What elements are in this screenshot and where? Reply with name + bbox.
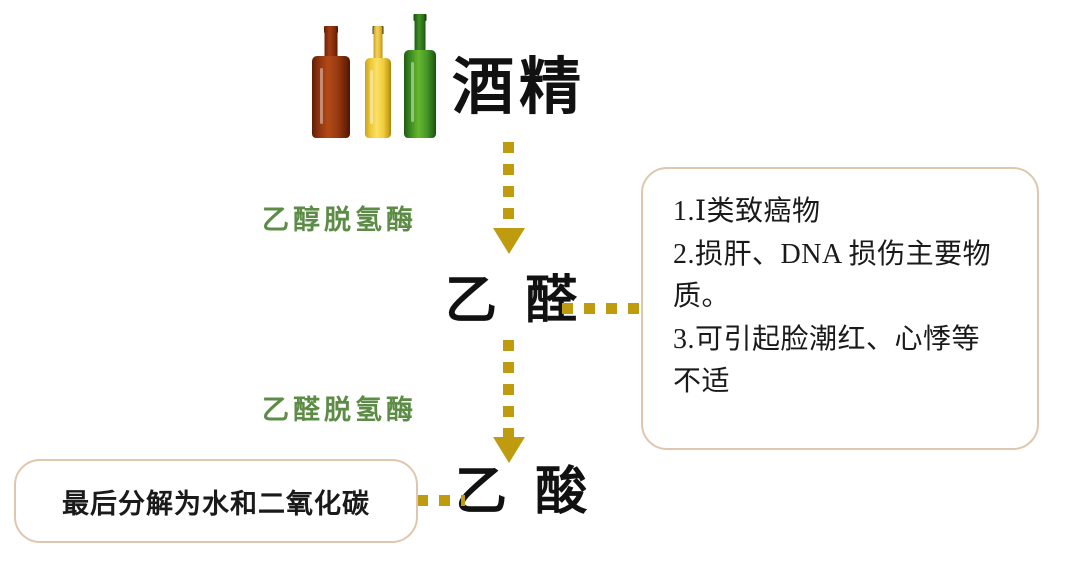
bottle-highlight (411, 62, 414, 122)
final-breakdown-text: 最后分解为水和二氧化碳 (62, 488, 370, 520)
node-label-acetaldehyde: 乙 醛 (445, 270, 583, 331)
bottle-body (312, 56, 350, 138)
dotted-connector-acetaldehyde-to-effects-box (562, 303, 646, 314)
final-breakdown-callout-box: 最后分解为水和二氧化碳 (14, 459, 418, 543)
dark-red-bottle-icon (312, 26, 350, 138)
effects-line-5: 不适 (673, 366, 731, 398)
dotted-arrow-alcohol-to-acetaldehyde-line (503, 142, 514, 230)
effects-line-3: 质。 (673, 281, 731, 313)
bottle-body (404, 50, 436, 138)
dotted-connector-acetic-to-final-box (417, 495, 465, 506)
node-label-alcohol: 酒精 (452, 50, 587, 123)
effects-line-1: 1.Ⅰ类致癌物 (673, 196, 821, 227)
bottle-highlight (320, 68, 323, 124)
arrowhead-down-icon (493, 437, 525, 463)
bottle-neck (373, 26, 383, 70)
arrowhead-down-icon (493, 228, 525, 254)
effects-line-4: 3.可引起脸潮红、心悸等 (673, 323, 981, 355)
acetaldehyde-effects-callout-box: 1.Ⅰ类致癌物 2.损肝、DNA 损伤主要物 质。 3.可引起脸潮红、心悸等 不… (641, 167, 1039, 450)
bottle-neck (414, 14, 426, 60)
green-bottle-icon (404, 14, 436, 138)
bottle-body (365, 58, 391, 138)
bottle-highlight (370, 70, 373, 124)
effects-line-2: 2.损肝、DNA 损伤主要物 (673, 238, 992, 270)
node-label-acetic-acid: 乙 酸 (455, 461, 593, 522)
enzyme-label-alcohol-dehydrogenase: 乙醇脱氢酶 (262, 205, 417, 236)
amber-bottle-icon (365, 26, 391, 138)
alcohol-bottles-illustration (312, 12, 452, 138)
dotted-arrow-acetaldehyde-to-acetic-line (503, 340, 514, 438)
enzyme-label-aldehyde-dehydrogenase: 乙醛脱氢酶 (262, 395, 417, 426)
